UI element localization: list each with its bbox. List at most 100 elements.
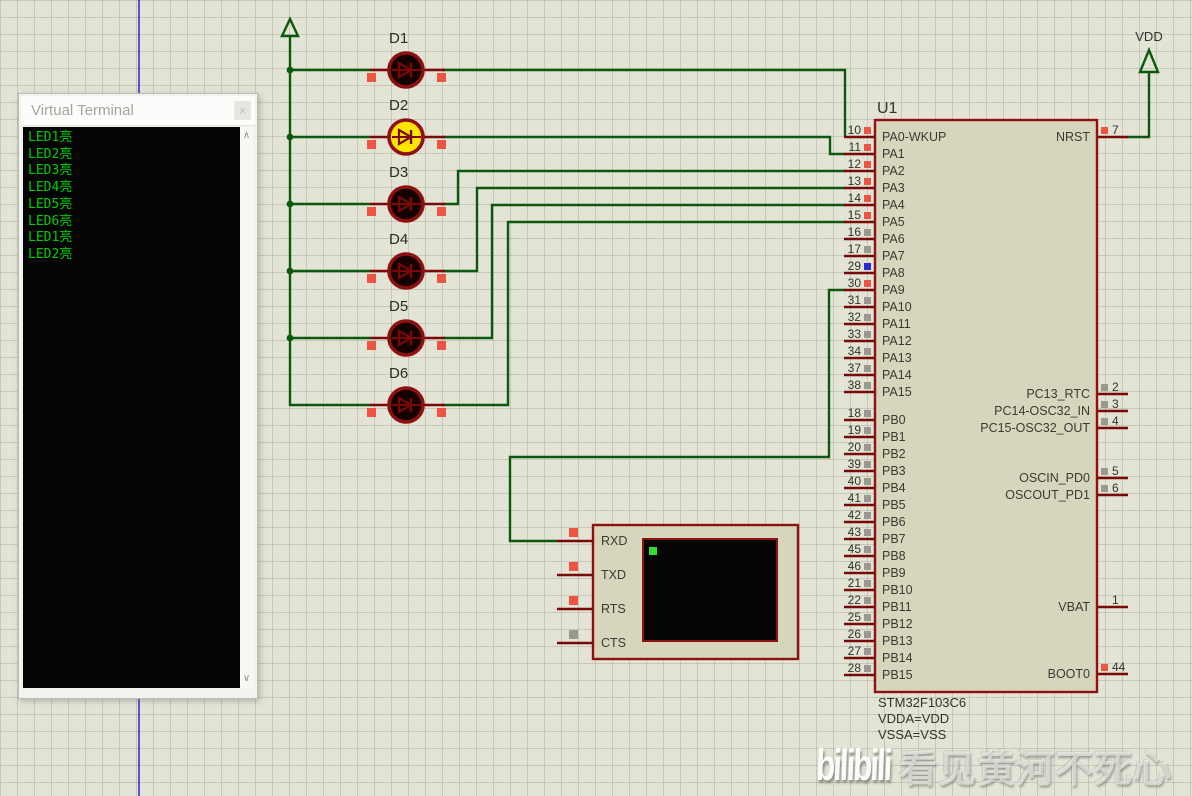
pin-name: NRST (1056, 130, 1090, 144)
scroll-down-icon[interactable]: ∨ (242, 673, 251, 684)
led-D2[interactable]: D2 (367, 97, 446, 156)
wire-led1-pa0[interactable] (443, 68, 847, 137)
pin-state-indicator (864, 665, 871, 672)
pin-number: 29 (848, 259, 862, 273)
pin-name: PC13_RTC (1026, 387, 1090, 401)
vdd-power-arrow-icon[interactable] (1138, 46, 1160, 74)
close-icon[interactable]: × (234, 101, 251, 120)
pin-state-indicator (864, 263, 871, 270)
serial-pin-RTS[interactable]: RTS (557, 596, 626, 616)
led-D6[interactable]: D6 (367, 365, 446, 424)
pin-name: RTS (601, 602, 626, 616)
led-D5[interactable]: D5 (367, 298, 446, 357)
pin-name: PB13 (882, 634, 913, 648)
pin-state-indicator (864, 529, 871, 536)
diode-triangle-icon (397, 61, 414, 79)
pin-state-indicator (864, 246, 871, 253)
wire-led3-pa2[interactable] (443, 169, 845, 206)
serial-pin-RXD[interactable]: RXD (557, 528, 627, 548)
wire-led6-pa5[interactable] (443, 220, 845, 407)
led-ref-label: D5 (389, 298, 408, 315)
mcu-note: VDDA=VDD (878, 711, 949, 726)
pin-state-indicator (864, 127, 871, 134)
pin-name: PB2 (882, 447, 906, 461)
wire-led2-pa1[interactable] (443, 135, 845, 156)
wire-pa9-rxd[interactable] (508, 288, 845, 543)
scroll-up-icon[interactable]: ∧ (242, 130, 251, 141)
pin-name: PA2 (882, 164, 905, 178)
pin-number: 44 (1112, 660, 1126, 674)
pin-state-indicator (569, 528, 578, 537)
led-D3[interactable]: D3 (367, 164, 446, 223)
pin-number: 4 (1112, 414, 1119, 428)
wire-power-bus[interactable] (288, 36, 370, 407)
power-arrow-icon[interactable] (280, 16, 300, 38)
pin-name: PA13 (882, 351, 912, 365)
led-D4[interactable]: D4 (367, 231, 446, 290)
virtual-terminal-title: Virtual Terminal (31, 102, 134, 119)
serial-pin-CTS[interactable]: CTS (557, 630, 626, 650)
wire-led4-pa3[interactable] (443, 186, 845, 273)
junction-dot (286, 133, 294, 141)
pin-number: 13 (848, 174, 862, 188)
led-D1[interactable]: D1 (367, 30, 446, 89)
terminal-line: LED5亮 (28, 196, 73, 212)
virtual-terminal-scrollbar[interactable]: ∧ ∨ (240, 127, 253, 688)
pin-state-indicator (367, 140, 376, 149)
virtual-terminal-titlebar[interactable]: Virtual Terminal × (21, 96, 255, 126)
pin-number: 18 (848, 406, 862, 420)
wire-nrst-vdd[interactable] (1127, 72, 1151, 139)
wire-led5-pa4[interactable] (443, 203, 845, 340)
pin-number: 19 (848, 423, 862, 437)
mcu-body[interactable] (873, 118, 1099, 694)
serial-pin-TXD[interactable]: TXD (557, 562, 626, 582)
pin-state-indicator (864, 297, 871, 304)
pin-number: 40 (848, 474, 862, 488)
pin-state-indicator (569, 562, 578, 571)
serial-terminal-component[interactable]: RXD TXD RTS CTS (557, 523, 800, 661)
pin-name: VBAT (1058, 600, 1090, 614)
